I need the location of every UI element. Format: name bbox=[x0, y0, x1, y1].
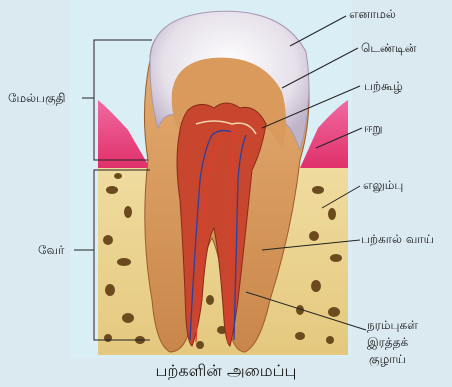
label-nerves-vessels-line1: நரம்புகள் bbox=[367, 318, 418, 332]
label-crown: மேல்பகுதி bbox=[8, 91, 66, 105]
label-enamel: எனாமல் bbox=[349, 7, 396, 21]
label-dentin: டெண்டின் bbox=[361, 41, 416, 55]
label-root-canal: பற்கால் வாய் bbox=[361, 232, 434, 246]
label-gum: ஈறு bbox=[364, 121, 383, 135]
label-bone: எலும்பு bbox=[363, 178, 403, 192]
label-nerves-vessels-line2: இரத்தக் bbox=[367, 335, 408, 349]
label-pulp: பற்கூழ் bbox=[364, 79, 403, 93]
diagram-caption: பற்களின் அமைப்பு bbox=[0, 361, 452, 382]
label-root: வேர் bbox=[38, 243, 64, 257]
